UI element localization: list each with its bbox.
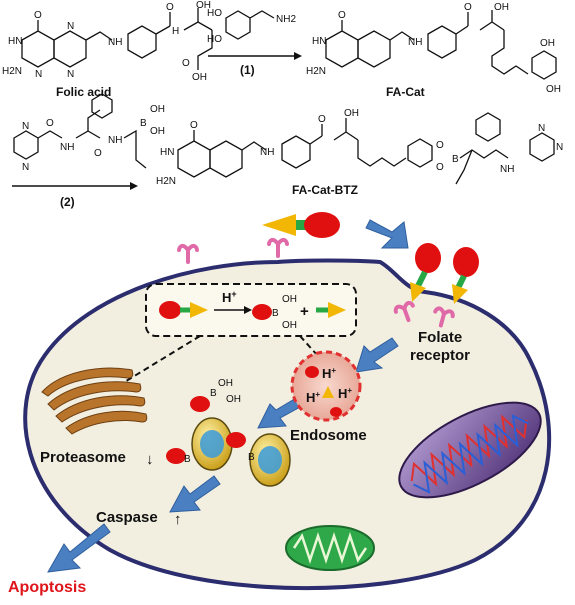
facatbtz-amide-o: O — [318, 114, 326, 125]
facatbtz-h2n: H2N — [156, 176, 176, 187]
membrane-receptors — [177, 238, 455, 328]
fa-amide-h: H — [172, 26, 179, 37]
bortezomib-reagent: N N O NH O NH B OH OH (2) — [12, 93, 165, 209]
reaction-step-1: HO HO NH2 (1) — [207, 8, 302, 77]
step1-label: (1) — [240, 63, 255, 77]
proteasome-complex-1: B — [166, 417, 233, 471]
btz-nh: NH — [60, 142, 74, 153]
endosome-label: Endosome — [290, 427, 367, 444]
reaction-arrow-2-head — [130, 182, 138, 190]
fa-cat-label: FA-Cat — [386, 85, 425, 99]
folate-receptor-label-line2: receptor — [410, 347, 470, 364]
fa-carbonyl-o: O — [34, 10, 42, 21]
inset-acid-label: H+ — [222, 289, 237, 305]
fa-n1: N — [35, 69, 42, 80]
prot2-b: B — [248, 452, 255, 463]
btz-b: B — [140, 118, 147, 129]
free-boronic-acid: B OH OH — [190, 378, 241, 412]
btz-n1: N — [22, 121, 29, 132]
fa-n2: N — [67, 21, 74, 32]
receptor-2 — [267, 238, 289, 258]
facat-hn: HN — [312, 36, 326, 47]
step2-label: (2) — [60, 195, 75, 209]
blue-arrows — [47, 219, 409, 573]
inset-callout-left — [117, 335, 201, 387]
cell: Folate receptor H+ B OH OH + H+ H+ — [8, 212, 552, 596]
facatbtz-b: B — [452, 154, 459, 165]
fa-hn: HN — [8, 36, 22, 47]
facat-oh-ring1: OH — [540, 38, 555, 49]
facatbtz-n1: N — [538, 123, 545, 134]
facat-oh-ring2: OH — [546, 84, 561, 95]
free-oh1: OH — [218, 378, 233, 389]
facat-oh: OH — [494, 2, 509, 13]
hydrolysis-inset: H+ B OH OH + — [145, 283, 357, 337]
btz-oh2: OH — [150, 104, 165, 115]
facatbtz-nh2: NH — [500, 164, 514, 175]
endosome: H+ H+ H+ — [290, 350, 362, 422]
free-oh2: OH — [226, 394, 241, 405]
caspase-label: Caspase — [96, 509, 158, 526]
fa-oh2: OH — [192, 72, 207, 83]
mitochondrion — [398, 401, 542, 499]
fa-cat-btz-label: FA-Cat-BTZ — [292, 183, 358, 197]
receptor-4 — [433, 306, 455, 328]
receptor-1 — [177, 244, 199, 264]
dopamine-nh2: NH2 — [276, 14, 296, 25]
mitochondrion-green — [285, 525, 375, 571]
btz-o2: O — [94, 148, 102, 159]
fa-cat-structure: O HN H2N NH O OH OH OH FA-Cat — [306, 2, 561, 99]
fa-nh: NH — [108, 37, 122, 48]
free-b: B — [210, 388, 217, 399]
fa-h2n: H2N — [2, 66, 22, 77]
facat-o: O — [338, 10, 346, 21]
fa-n3: N — [67, 69, 74, 80]
cell-membrane — [23, 258, 552, 590]
fa-oh1: OH — [196, 0, 211, 11]
btz-n2: N — [22, 162, 29, 173]
facatbtz-n2: N — [556, 142, 563, 153]
proteasome-complex-2: B — [226, 432, 291, 487]
reaction-arrow-1-head — [294, 52, 302, 60]
bound-conjugates — [410, 243, 479, 304]
fa-cat-btz-conjugate — [262, 212, 340, 238]
prot1-b: B — [184, 454, 191, 465]
inset-oh1: OH — [282, 294, 297, 305]
dopamine-ho2: HO — [207, 34, 222, 45]
folic-acid-structure: O HN H2N N N N NH O H OH OH O Folic acid — [2, 0, 213, 99]
facatbtz-oh: OH — [344, 108, 359, 119]
inset-plus: + — [300, 303, 309, 320]
facatbtz-o: O — [190, 120, 198, 131]
facat-nh: NH — [408, 37, 422, 48]
dopamine-ho1: HO — [207, 8, 222, 19]
btz-oh1: OH — [150, 126, 165, 137]
receptor-3 — [393, 300, 415, 323]
facat-h2n: H2N — [306, 66, 326, 77]
endosome-h1: H+ — [322, 366, 336, 381]
endosome-h2: H+ — [306, 390, 320, 405]
apoptosis-label: Apoptosis — [8, 579, 86, 596]
inset-callout-right — [299, 335, 319, 357]
btz-nh2: NH — [108, 135, 122, 146]
facatbtz-hn: HN — [160, 147, 174, 158]
golgi-apparatus — [41, 367, 148, 435]
btz-o1: O — [46, 118, 54, 129]
inset-oh2: OH — [282, 320, 297, 331]
inset-boron: B — [272, 308, 279, 319]
fa-cat-btz-structure: O HN H2N NH O OH O O B NH N N FA-Cat-BTZ — [156, 108, 563, 197]
proteasome-label: Proteasome — [40, 449, 126, 466]
fa-amide-o: O — [166, 2, 174, 13]
proteasome-down-arrow: ↓ — [146, 451, 154, 468]
folic-acid-label: Folic acid — [56, 85, 111, 99]
fa-o2: O — [182, 58, 190, 69]
facatbtz-nh: NH — [260, 147, 274, 158]
facat-amide-o: O — [464, 2, 472, 13]
caspase-up-arrow: ↑ — [174, 511, 182, 528]
folate-receptor-label-line1: Folate — [418, 329, 462, 346]
facatbtz-o-ring1: O — [436, 140, 444, 151]
endosome-h3: H+ — [338, 386, 352, 401]
facatbtz-o-ring2: O — [436, 162, 444, 173]
